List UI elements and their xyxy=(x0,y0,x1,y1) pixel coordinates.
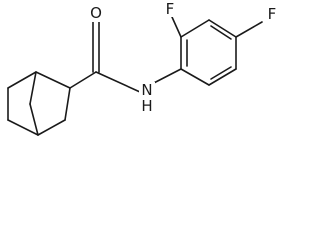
bond-c-f-top xyxy=(171,16,182,38)
nitrogen-label: N xyxy=(141,81,152,99)
bond-c2-carbonyl xyxy=(69,71,97,89)
amide-group xyxy=(69,21,182,93)
ring-double-bond-2 xyxy=(210,25,232,40)
fluorine-right-label: F xyxy=(268,5,277,23)
difluorophenyl-ring xyxy=(171,16,263,86)
bond-c1-c2 xyxy=(35,71,71,89)
bond-c6-c1 xyxy=(7,71,37,89)
ring-bond-6 xyxy=(180,68,210,86)
bond-carbonyl-nitrogen xyxy=(95,71,141,93)
ring-bond-5 xyxy=(208,68,237,86)
amide-hydrogen-label: H xyxy=(141,97,152,115)
bond-c4-c5 xyxy=(7,119,39,136)
bond-c2-c3 xyxy=(64,87,71,121)
chemical-structure: O N H F F xyxy=(7,0,280,136)
ring-bond-2 xyxy=(180,19,210,38)
bond-c3-c4 xyxy=(37,119,66,136)
oxygen-label: O xyxy=(90,4,102,22)
norbornane-cage xyxy=(7,71,71,136)
fluorine-top-label: F xyxy=(166,0,175,18)
atom-labels: O N H F F xyxy=(87,0,280,115)
bond-c1-c7-bridge xyxy=(29,71,37,105)
ring-bond-3 xyxy=(208,19,237,38)
ring-double-bond-3 xyxy=(210,66,232,80)
bond-c-f-right xyxy=(235,21,263,38)
bond-c7-c4-bridge xyxy=(29,103,39,136)
